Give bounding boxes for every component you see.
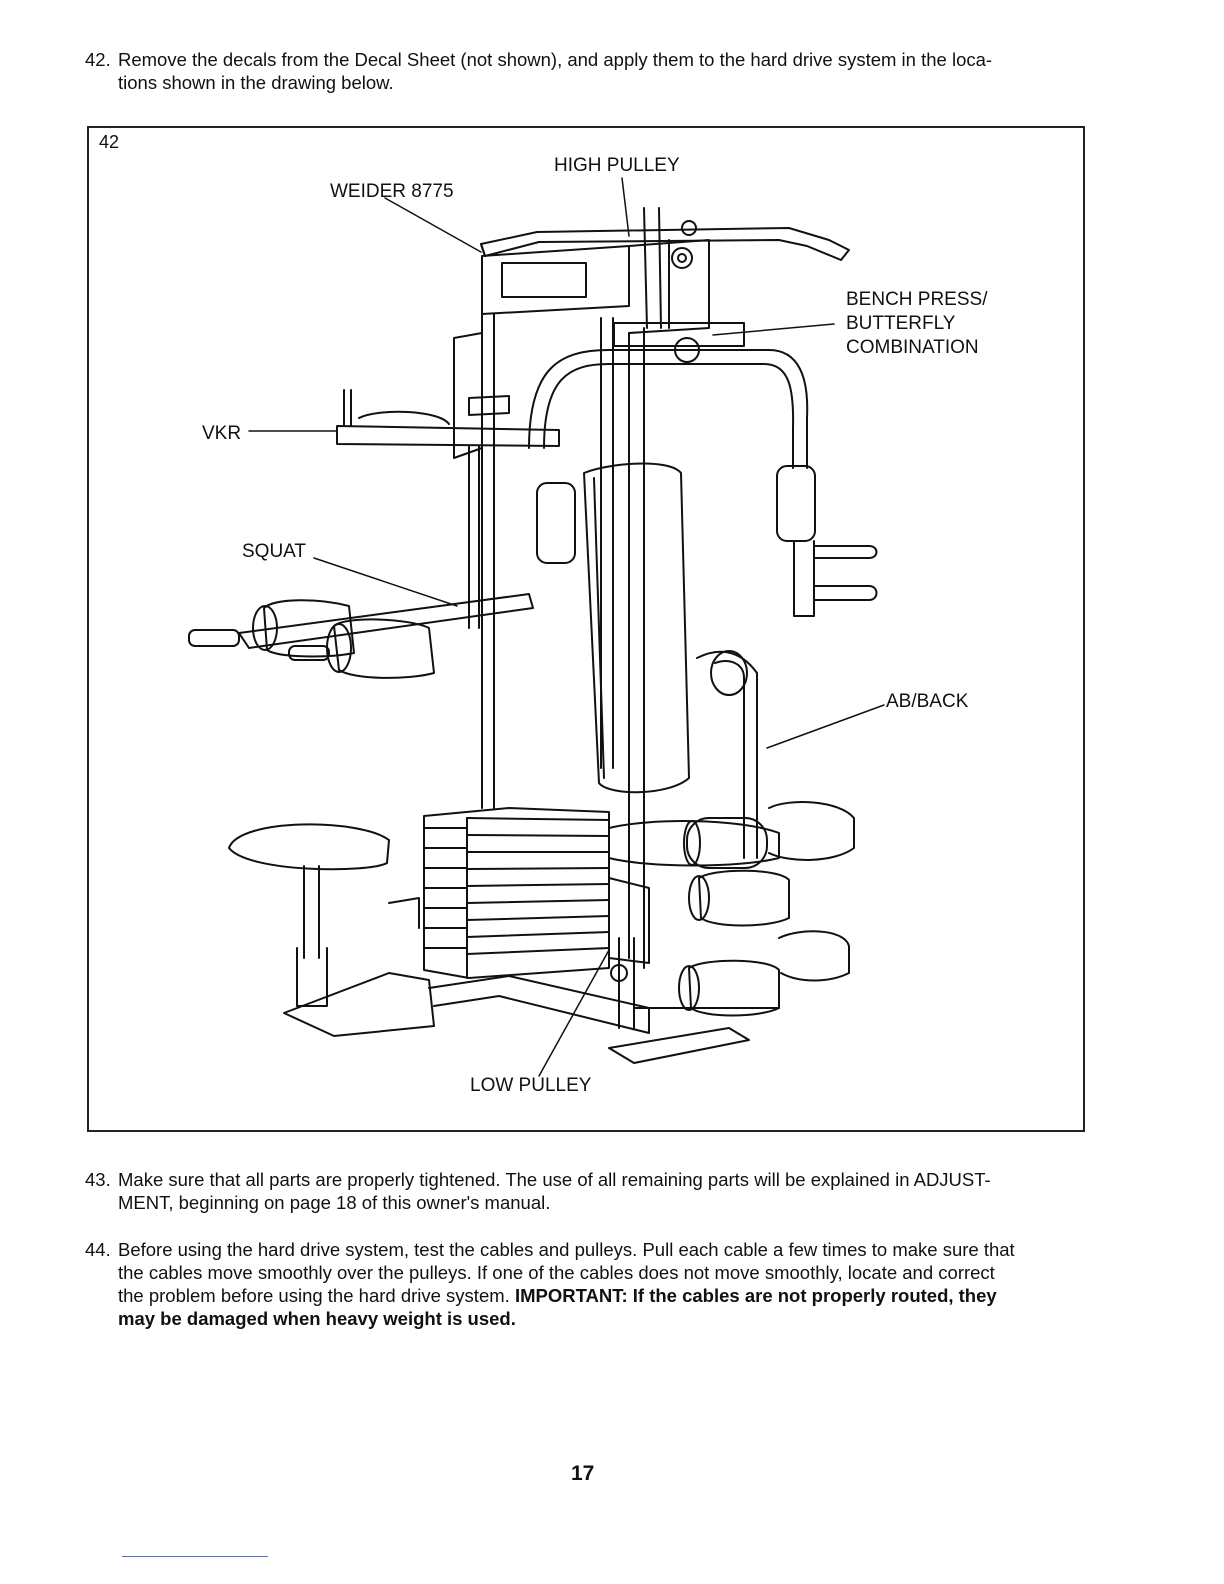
step-text-segment: the problem before using the hard drive … [118, 1285, 515, 1306]
callout-line: BUTTERFLY [846, 313, 956, 334]
page-number: 17 [571, 1462, 595, 1485]
footer-rule [122, 1556, 268, 1557]
important-note-continued: may be damaged when heavy weight is used… [118, 1308, 516, 1329]
top-handlebar [480, 227, 850, 261]
figure-number: 42 [99, 132, 120, 152]
leader-lines [248, 177, 885, 1077]
back-pad [583, 462, 690, 794]
step-text: Before using the hard drive system, test… [118, 1238, 1015, 1330]
step-text: Make sure that all parts are properly ti… [118, 1168, 991, 1214]
step-line: the cables move smoothly over the pulley… [118, 1262, 995, 1283]
squat-leg-bar [188, 593, 534, 679]
step-line: Make sure that all parts are properly ti… [118, 1169, 991, 1190]
callout-line: BENCH PRESS/ [846, 289, 988, 310]
step-text: Remove the decals from the Decal Sheet (… [118, 48, 992, 94]
weight-stack [423, 807, 610, 979]
callout-bench-press-butterfly: BENCH PRESS/ BUTTERFLY COMBINATION [846, 288, 987, 360]
frame-head [481, 207, 710, 334]
callout-low-pulley: LOW PULLEY [470, 1075, 592, 1096]
callout-high-pulley: HIGH PULLEY [554, 155, 680, 176]
callout-vkr: VKR [202, 423, 242, 444]
callout-squat: SQUAT [242, 541, 307, 562]
home-gym-drawing [188, 177, 885, 1077]
step-line: the problem before using the hard drive … [118, 1284, 1015, 1307]
step-line: Before using the hard drive system, test… [118, 1239, 1015, 1260]
callout-ab-back: AB/BACK [886, 691, 969, 712]
step-line: tions shown in the drawing below. [118, 72, 394, 93]
leg-developer [608, 650, 855, 1029]
gym-diagram-figure: 42 [87, 126, 1085, 1132]
step-line: Remove the decals from the Decal Sheet (… [118, 49, 993, 70]
callout-weider-8775: WEIDER 8775 [330, 181, 454, 202]
step-line: MENT, beginning on page 18 of this owner… [118, 1192, 551, 1213]
step-number: 43. [85, 1169, 111, 1190]
seat-stool [228, 823, 390, 1007]
important-note: IMPORTANT: If the cables are not properl… [514, 1285, 997, 1306]
uprights [453, 313, 645, 969]
base-frame [283, 897, 750, 1064]
callout-line: COMBINATION [846, 337, 979, 358]
press-arms [528, 322, 878, 617]
step-number: 42. [85, 49, 111, 70]
step-number: 44. [85, 1239, 111, 1260]
vkr-station [336, 389, 560, 629]
